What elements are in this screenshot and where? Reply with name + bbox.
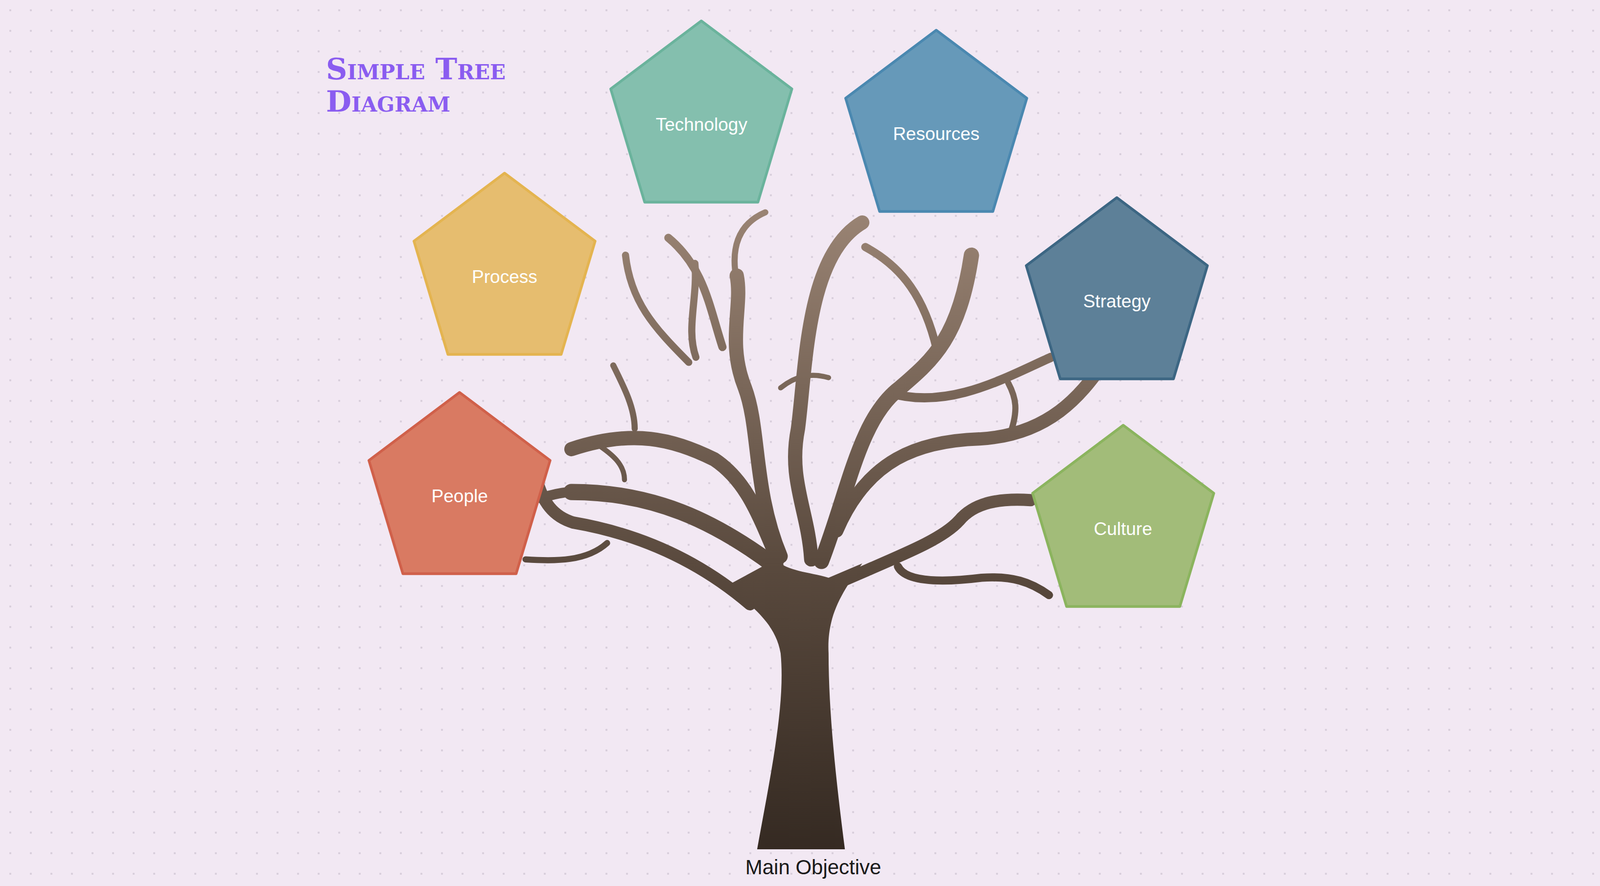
pentagon-shape [1028,421,1218,611]
pentagon-shape [841,26,1031,216]
node-label: Culture [1093,518,1153,540]
pentagon-shape [410,169,600,359]
pentagon-node: People [365,388,555,578]
pentagon-node: Technology [606,17,796,207]
pentagon-node: Process [410,169,600,359]
node-label: Technology [655,114,748,136]
diagram-title: Simple Tree Diagram [325,52,557,118]
pentagon-node: Resources [841,26,1031,216]
pentagon-node: Culture [1028,421,1218,611]
pentagon-shape [606,17,796,207]
node-label: Strategy [1083,291,1151,312]
root-label: Main Objective [745,855,882,880]
pentagon-shape [1022,193,1212,383]
pentagon-shape [365,388,555,578]
node-label: People [431,486,488,507]
node-label: Process [471,266,538,288]
pentagon-node: Strategy [1022,193,1212,383]
node-label: Resources [892,123,980,145]
